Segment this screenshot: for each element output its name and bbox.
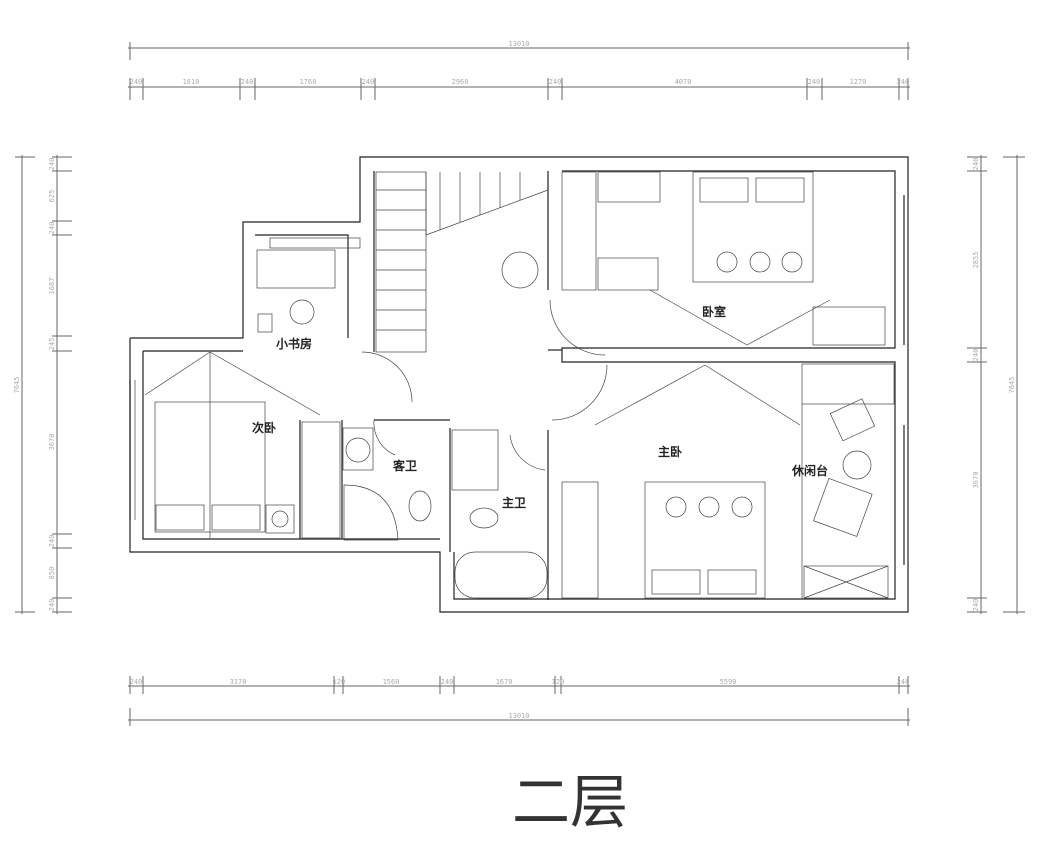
dim-left-total: 7645 [13,377,21,394]
room-label-bedroom: 卧室 [702,304,726,319]
left-dimensions: 7645 240 625 240 1687 245 3670 240 850 2… [13,155,72,614]
ceiling-lines [144,289,831,538]
dim-left-seg: 3670 [48,434,56,451]
furniture [154,171,895,599]
room-label-master-bath: 主卫 [502,495,526,510]
dim-top-total: 13010 [508,40,529,48]
dim-right-seg: 2855 [972,252,980,269]
dim-right-total: 7645 [1008,377,1016,394]
dim-bottom-seg: 120 [333,678,346,686]
dim-top-seg: 240 [549,78,562,86]
dim-bottom-seg: 3170 [230,678,247,686]
dim-left-seg: 850 [48,567,56,580]
dim-bottom-seg: 1560 [383,678,400,686]
staircase [375,171,549,353]
room-label-second-bedroom: 次卧 [252,420,276,435]
dim-top-seg: 240 [362,78,375,86]
dim-bottom-seg: 1670 [496,678,513,686]
dim-bottom-seg: 240 [897,678,910,686]
dim-left-seg: 240 [48,535,56,548]
room-label-study: 小书房 [276,336,312,351]
wardrobes [301,171,661,599]
doors[interactable] [361,299,608,471]
dim-left-seg: 240 [48,222,56,235]
dim-bottom-seg: 240 [130,678,143,686]
dim-top-seg: 1610 [183,78,200,86]
walls [129,156,909,613]
dim-top-seg: 240 [897,78,910,86]
bottom-dimensions: 240 3170 120 1560 240 1670 120 5590 240 … [128,676,910,726]
dim-top-seg: 240 [808,78,821,86]
dim-right-seg: 3670 [972,472,980,489]
dim-bottom-seg: 5590 [720,678,737,686]
dim-top-seg: 2960 [452,78,469,86]
dim-top-seg: 1760 [300,78,317,86]
dim-top-seg: 1270 [850,78,867,86]
top-dimensions: 13010 240 1610 240 1760 240 2960 240 407… [128,40,910,100]
dim-top-seg: 4070 [675,78,692,86]
dim-left-seg: 625 [48,190,56,203]
dim-left-seg: 240 [48,599,56,612]
dim-left-seg: 240 [48,158,56,171]
dim-left-seg: 1687 [48,278,56,295]
right-dimensions: 240 2855 240 3670 240 7645 [967,155,1025,614]
dim-bottom-seg: 120 [552,678,565,686]
dim-bottom-seg: 240 [441,678,454,686]
dim-right-seg: 240 [972,158,980,171]
dim-top-seg: 240 [130,78,143,86]
floor-title: 二层 [512,768,628,836]
dim-bottom-total: 13010 [508,712,529,720]
dim-left-seg: 245 [48,338,56,351]
dim-top-seg: 240 [241,78,254,86]
room-label-guest-bath: 客卫 [392,458,417,473]
room-label-lounge: 休闲台 [791,463,828,478]
dim-right-seg: 240 [972,599,980,612]
dim-right-seg: 240 [972,349,980,362]
room-label-master-bedroom: 主卧 [658,444,682,459]
